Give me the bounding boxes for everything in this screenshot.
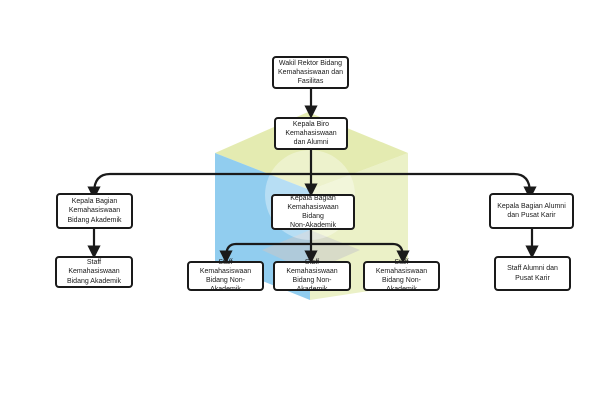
node-kepala-bagian-akademik: Kepala Bagian Kemahasiswaan Bidang Akade… [56,193,133,229]
node-staff-non-akademik-1: Staff Kemahasiswaan Bidang Non-Akademik [187,259,264,293]
node-staff-akademik: Staff Kemahasiswaan Bidang Akademik [55,256,133,288]
node-staff-non-akademik-2: Staff Kemahasiswaan Bidang Non-Akademik [273,259,351,293]
node-wakil-rektor: Wakil Rektor Bidang Kemahasiswaan dan Fa… [272,56,349,89]
node-staff-alumni: Staff Alumni dan Pusat Karir [494,256,571,291]
node-staff-non-akademik-3: Staff Kemahasiswaan Bidang Non-Akademik [363,259,440,293]
connector-non-akademik-branch [224,242,405,258]
node-kepala-bagian-non-akademik: Kepala Bagian Kemahasiswaan Bidang Non-A… [271,194,355,230]
node-kepala-bagian-alumni: Kepala Bagian Alumni dan Pusat Karir [489,193,574,229]
node-kepala-biro: Kepala Biro Kemahasiswaan dan Alumni [274,117,348,150]
